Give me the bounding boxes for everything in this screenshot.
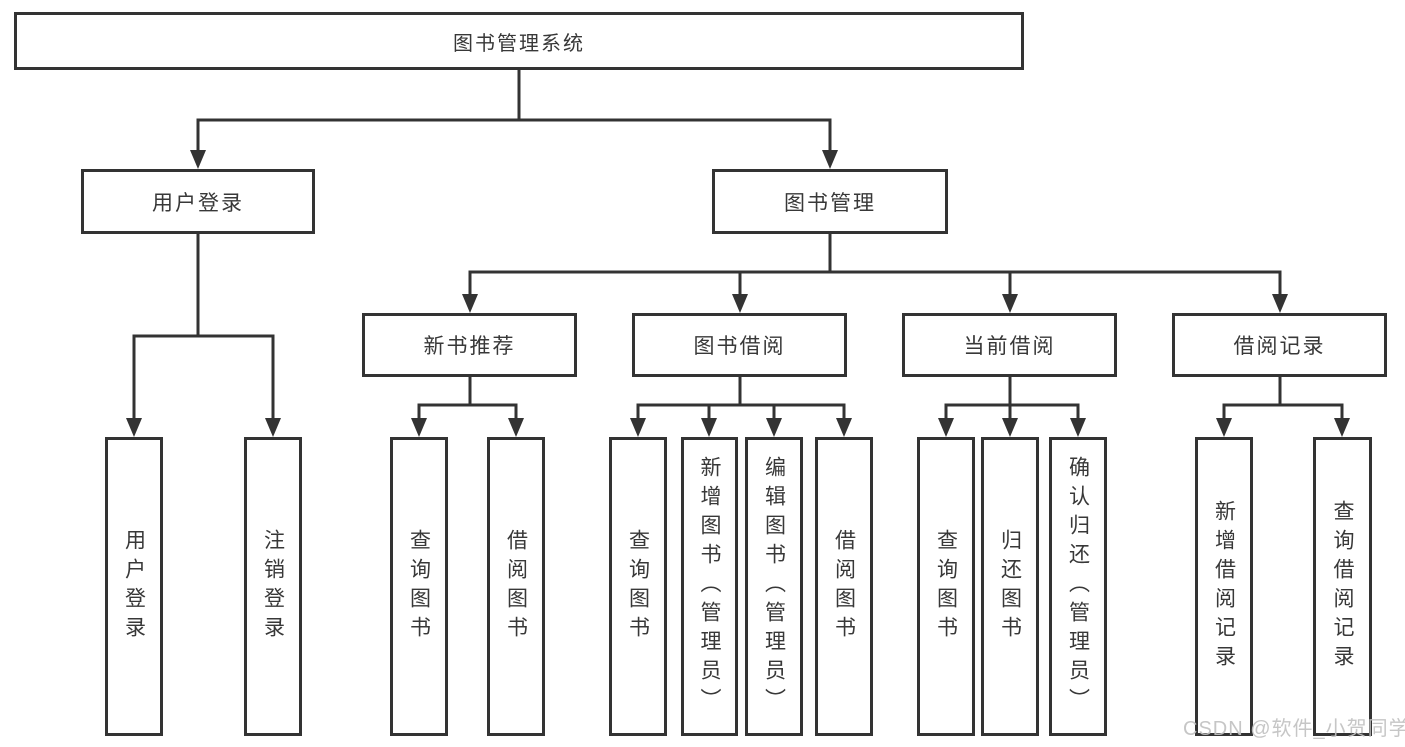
leaf-query-book-2: 查询图书 <box>609 437 667 736</box>
node-book-management: 图书管理 <box>712 169 948 234</box>
node-label: 查询图书 <box>407 528 431 645</box>
leaf-borrow-book-2: 借阅图书 <box>815 437 873 736</box>
node-label: 归还图书 <box>998 528 1022 645</box>
node-label: 注销登录 <box>261 528 285 645</box>
node-label: 新增图书（管理员） <box>698 456 721 717</box>
node-label: 新增借阅记录 <box>1212 499 1236 674</box>
watermark: CSDN @软件_小贺同学 <box>1183 718 1405 740</box>
node-user-login: 用户登录 <box>81 169 315 234</box>
leaf-query-book-3: 查询图书 <box>917 437 975 736</box>
node-label: 图书借阅 <box>693 335 786 358</box>
node-book-borrow: 图书借阅 <box>632 313 847 377</box>
node-label: 借阅记录 <box>1233 335 1326 358</box>
node-label: 用户登录 <box>152 191 244 215</box>
node-borrow-records: 借阅记录 <box>1172 313 1387 377</box>
node-current-borrow: 当前借阅 <box>902 313 1117 377</box>
node-label: 当前借阅 <box>963 335 1056 358</box>
node-label: 新书推荐 <box>423 335 516 358</box>
leaf-borrow-book-1: 借阅图书 <box>487 437 545 736</box>
node-label: 查询图书 <box>934 528 958 645</box>
node-label: 借阅图书 <box>832 528 856 645</box>
node-label: 图书管理 <box>784 191 876 215</box>
node-label: 编辑图书（管理员） <box>762 456 786 717</box>
leaf-query-book-1: 查询图书 <box>390 437 448 736</box>
leaf-query-borrow-record: 查询借阅记录 <box>1313 437 1372 736</box>
node-label: 借阅图书 <box>504 528 528 645</box>
node-label: 查询图书 <box>626 528 650 645</box>
leaf-logout-login: 注销登录 <box>244 437 302 736</box>
leaf-edit-book-admin: 编辑图书（管理员） <box>745 437 803 736</box>
leaf-confirm-return-admin: 确认归还（管理员） <box>1049 437 1107 736</box>
leaf-add-borrow-record: 新增借阅记录 <box>1195 437 1253 736</box>
node-label: 确认归还（管理员） <box>1066 456 1090 717</box>
node-new-book-recommend: 新书推荐 <box>362 313 577 377</box>
node-label: 用户登录 <box>122 528 146 645</box>
node-label: 查询借阅记录 <box>1331 499 1354 674</box>
leaf-return-book: 归还图书 <box>981 437 1039 736</box>
node-library-system: 图书管理系统 <box>14 12 1024 70</box>
leaf-user-login: 用户登录 <box>105 437 163 736</box>
leaf-add-book-admin: 新增图书（管理员） <box>681 437 738 736</box>
node-label: 图书管理系统 <box>453 32 585 55</box>
